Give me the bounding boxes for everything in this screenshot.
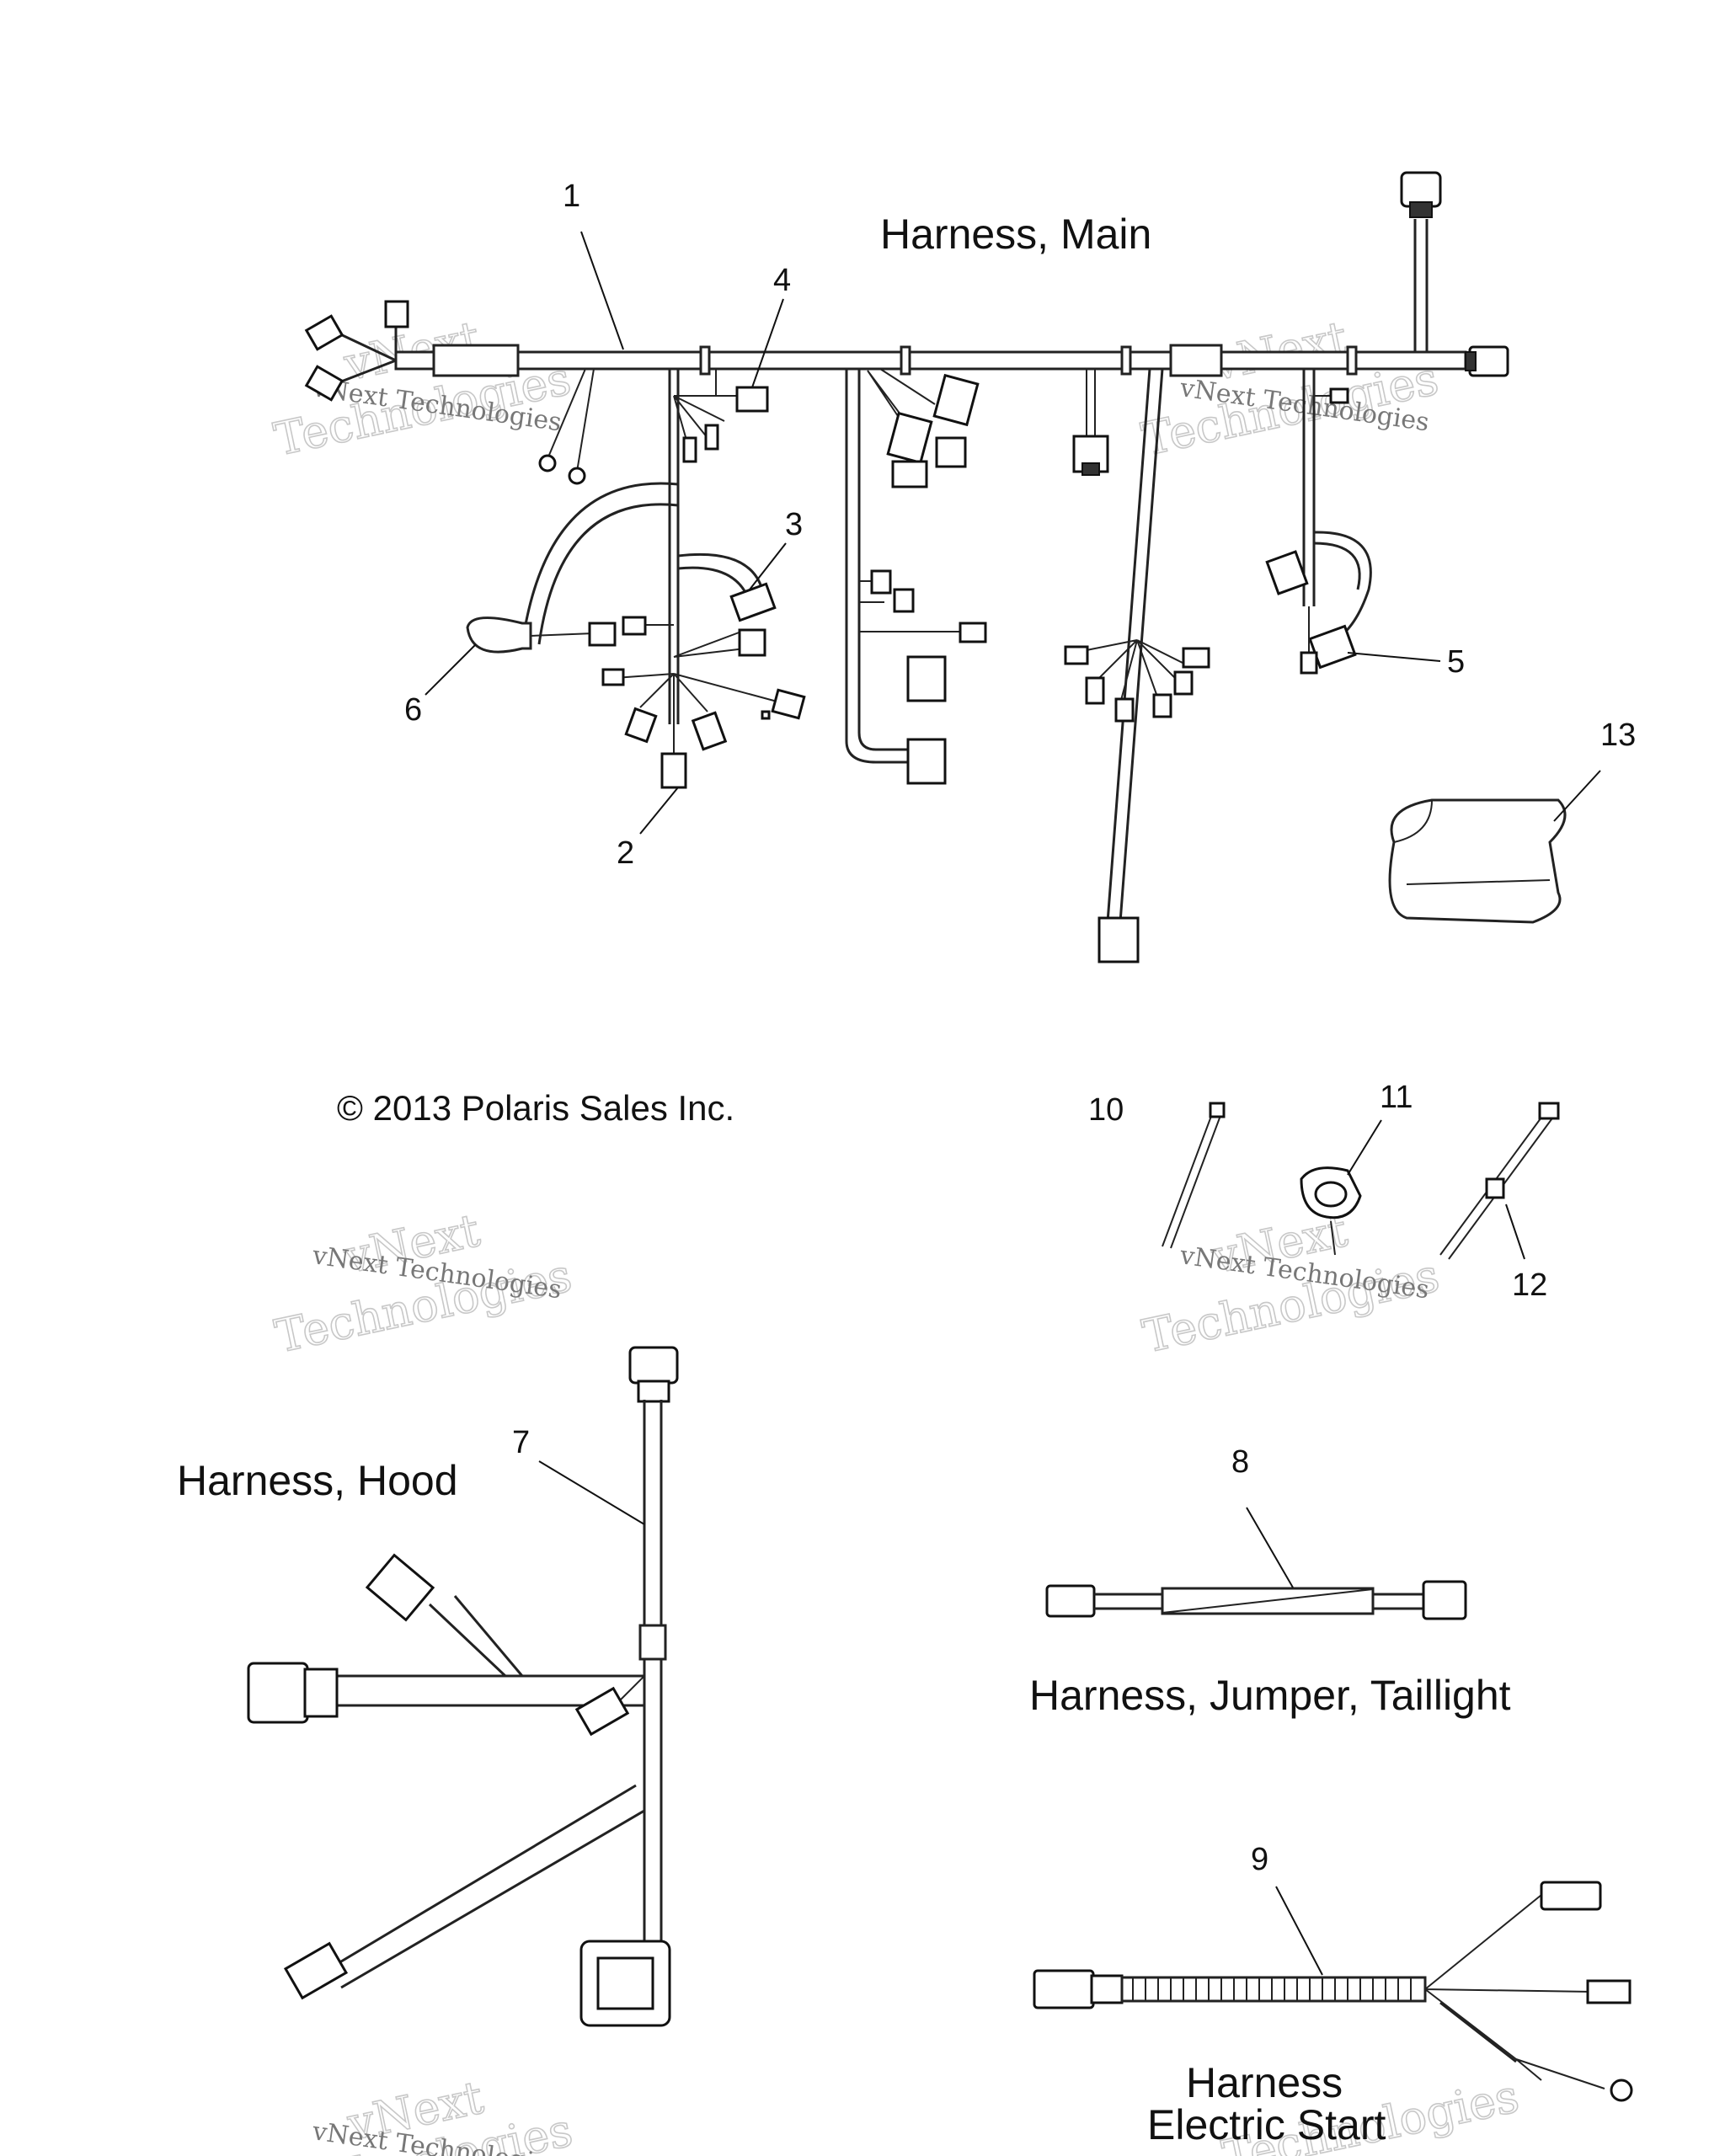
callout-3: 3 bbox=[785, 507, 803, 542]
title-jumper-taillight-harness: Harness, Jumper, Taillight bbox=[1029, 1672, 1511, 1719]
jumper-taillight-harness: 8 Harness, Jumper, Taillight bbox=[1029, 1444, 1511, 1719]
part-10-cable-tie: 10 bbox=[1088, 1092, 1226, 1249]
callout-9: 9 bbox=[1251, 1842, 1268, 1877]
part-11-clip: 11 bbox=[1300, 1080, 1413, 1256]
callout-11: 11 bbox=[1380, 1080, 1413, 1115]
part-12-tie-mount: 12 bbox=[1439, 1102, 1560, 1303]
main-harness: 1 2 3 4 5 6 Harness, Main bbox=[304, 171, 1509, 963]
callout-12: 12 bbox=[1512, 1267, 1547, 1303]
electric-start-harness: 9 Harness Electric Start bbox=[1033, 1842, 1633, 2148]
callout-10: 10 bbox=[1088, 1092, 1124, 1128]
title-estart-line1: Harness bbox=[1186, 2059, 1343, 2106]
title-main-harness: Harness, Main bbox=[880, 211, 1151, 258]
callout-1: 1 bbox=[563, 179, 580, 214]
callout-8: 8 bbox=[1231, 1444, 1249, 1480]
callout-13: 13 bbox=[1600, 718, 1636, 753]
callout-5: 5 bbox=[1447, 644, 1465, 680]
callout-2: 2 bbox=[617, 835, 634, 871]
watermark-top-right: vNext Technologies bbox=[1136, 310, 1443, 467]
callout-7: 7 bbox=[512, 1425, 530, 1460]
callout-6: 6 bbox=[404, 692, 422, 728]
part-13-sleeve: 13 bbox=[1388, 718, 1636, 924]
copyright-notice: © 2013 Polaris Sales Inc. bbox=[337, 1088, 734, 1128]
title-hood-harness: Harness, Hood bbox=[177, 1457, 458, 1504]
title-estart-line2: Electric Start bbox=[1147, 2101, 1386, 2148]
hood-harness: Harness, Hood 7 bbox=[177, 1346, 679, 2027]
watermark-top-left: vNext Technologies bbox=[269, 310, 575, 467]
callout-4: 4 bbox=[773, 263, 791, 298]
